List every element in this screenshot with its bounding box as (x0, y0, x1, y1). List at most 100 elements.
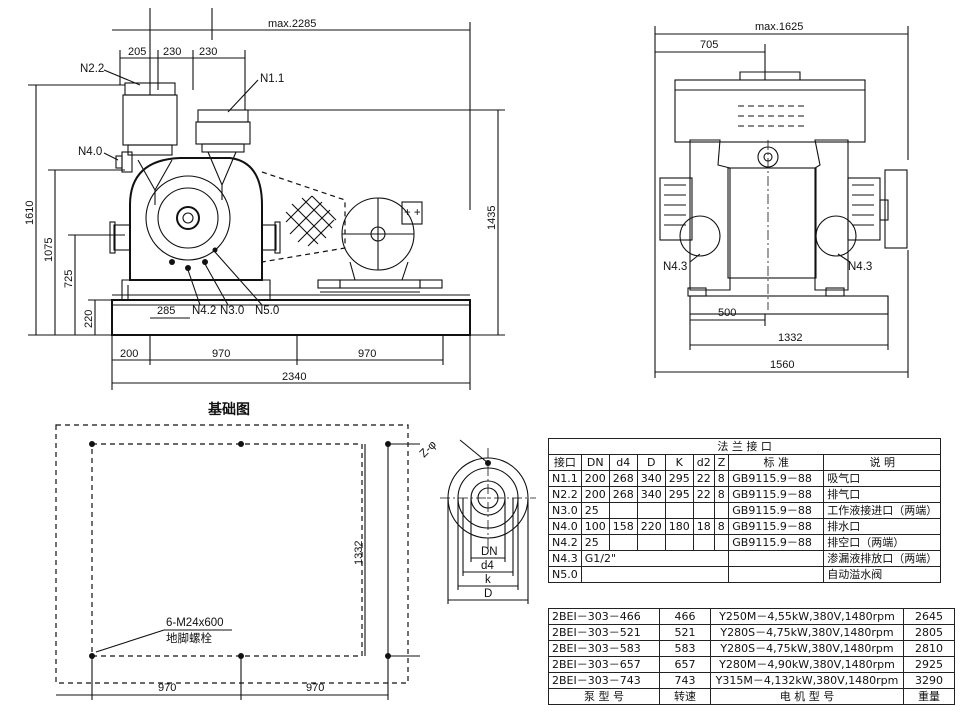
cell: Y315M－4,132kW,380V,1480rpm (710, 672, 904, 689)
cell: 渗漏液排放口（两端） (823, 550, 942, 567)
cell: 8 (713, 486, 730, 503)
cell: Y280M－4,90kW,380V,1480rpm (710, 656, 904, 673)
cell: 排空口（两端） (823, 534, 942, 551)
table-row: N4.2 25 GB9115.9－88 排空口（两端） (548, 534, 942, 551)
side-view: max.1625 705 N4.3 N4.3 (654, 21, 909, 378)
table-header-row: 接口 DN d4 D K d2 Z 标 准 说 明 (548, 454, 942, 471)
footer-pump-model: 泵 型 号 (548, 688, 660, 705)
cell: 268 (608, 470, 638, 487)
table-title-row: 法 兰 接 口 (547, 438, 942, 455)
cell: Y280S－4,75kW,380V,1480rpm (710, 624, 904, 641)
cell: 268 (608, 486, 638, 503)
table-row: N2.2 200 268 340 295 22 8 GB9115.9－88 排气… (548, 486, 942, 503)
header-description: 说 明 (823, 454, 942, 471)
cell: 200 (580, 486, 610, 503)
label-n4-3-left: N4.3 (663, 261, 687, 273)
cell: N5.0 (548, 566, 582, 583)
cell: 2645 (903, 608, 955, 625)
cell: GB9115.9－88 (728, 534, 825, 551)
dim-205: 205 (128, 46, 146, 58)
dim-220: 220 (83, 310, 95, 328)
cell: GB9115.9－88 (728, 470, 825, 487)
cell: 排水口 (823, 518, 942, 535)
table-row: N3.0 25 GB9115.9－88 工作液接进口（两端） (548, 502, 942, 519)
cell (692, 534, 715, 551)
table-row: N4.3 G1/2" 渗漏液排放口（两端） (548, 550, 942, 567)
cell: 自动溢水阀 (823, 566, 942, 583)
table-row: 2BEⅠ－303－657 657 Y280M－4,90kW,380V,1480r… (548, 656, 955, 673)
cell: 8 (713, 518, 730, 535)
cell: N2.2 (548, 486, 582, 503)
cell: 2BEⅠ－303－521 (548, 624, 660, 641)
bolt-name: 地脚螺栓 (166, 631, 212, 645)
cell (636, 502, 666, 519)
cell: 295 (664, 486, 694, 503)
foundation-title: 基础图 (208, 401, 250, 418)
cell: 100 (580, 518, 610, 535)
cell (580, 566, 730, 583)
cell (713, 534, 730, 551)
cell: G1/2" (580, 550, 730, 567)
header-d2: d2 (692, 454, 715, 471)
header-d: D (636, 454, 666, 471)
header-standard: 标 准 (728, 454, 825, 471)
dim-705: 705 (700, 39, 718, 51)
cell: 8 (713, 470, 730, 487)
cell: GB9115.9－88 (728, 502, 825, 519)
coupling-guard-mesh (285, 195, 337, 247)
dim-970-foundation-b: 970 (306, 682, 324, 694)
cell (728, 550, 825, 567)
table-row: N5.0 自动溢水阀 (548, 566, 942, 583)
cell: 22 (692, 470, 715, 487)
cell: Y250M－4,55kW,380V,1480rpm (710, 608, 904, 625)
header-z: Z (713, 454, 730, 471)
cell: 657 (659, 656, 711, 673)
cell: 25 (580, 502, 610, 519)
cell: 18 (692, 518, 715, 535)
cell: 220 (636, 518, 666, 535)
table-row: 2BEⅠ－303－466 466 Y250M－4,55kW,380V,1480r… (548, 608, 955, 625)
dim-1075: 1075 (43, 238, 55, 262)
dim-max-1625: max.1625 (755, 21, 803, 33)
cell: 2BEⅠ－303－583 (548, 640, 660, 657)
cell (692, 502, 715, 519)
dim-970-b: 970 (358, 348, 376, 360)
flange-interface-table: 法 兰 接 口 接口 DN d4 D K d2 Z 标 准 说 明 N1.1 2… (547, 438, 942, 583)
dim-1435: 1435 (486, 206, 498, 230)
table-row: N4.0 100 158 220 180 18 8 GB9115.9－88 排水… (548, 518, 942, 535)
cell: 200 (580, 470, 610, 487)
label-n2-2: N2.2 (80, 63, 104, 75)
pump-model-table: 2BEⅠ－303－466 466 Y250M－4,55kW,380V,1480r… (548, 608, 955, 705)
cell: 2805 (903, 624, 955, 641)
cell (713, 502, 730, 519)
flange-table-title: 法 兰 接 口 (547, 438, 942, 455)
dim-1560: 1560 (770, 359, 794, 371)
label-n5-0: N5.0 (255, 305, 279, 317)
foundation-plan: 基础图 1332 970 970 6-M24x600 地脚螺栓 (55, 401, 420, 700)
cell: N4.0 (548, 518, 582, 535)
cell: GB9115.9－88 (728, 518, 825, 535)
cell (664, 534, 694, 551)
cell: 295 (664, 470, 694, 487)
footer-motor-model: 电 机 型 号 (710, 688, 904, 705)
cell (636, 534, 666, 551)
header-k: K (664, 454, 694, 471)
cell: 3290 (903, 672, 955, 689)
table-row: 2BEⅠ－303－583 583 Y280S－4,75kW,380V,1480r… (548, 640, 955, 657)
cell: N1.1 (548, 470, 582, 487)
dim-1610: 1610 (24, 201, 36, 225)
cell (608, 534, 638, 551)
cell: N4.2 (548, 534, 582, 551)
label-k: k (485, 574, 491, 586)
cell: 340 (636, 486, 666, 503)
cell: 2BEⅠ－303－466 (548, 608, 660, 625)
label-d: D (484, 588, 492, 600)
dim-200: 200 (120, 348, 138, 360)
label-z-phi: Z-φ (418, 439, 439, 460)
label-d4: d4 (481, 560, 494, 572)
dim-970-a: 970 (212, 348, 230, 360)
table-row: 2BEⅠ－303－521 521 Y280S－4,75kW,380V,1480r… (548, 624, 955, 641)
cell: 583 (659, 640, 711, 657)
cell (728, 566, 825, 583)
